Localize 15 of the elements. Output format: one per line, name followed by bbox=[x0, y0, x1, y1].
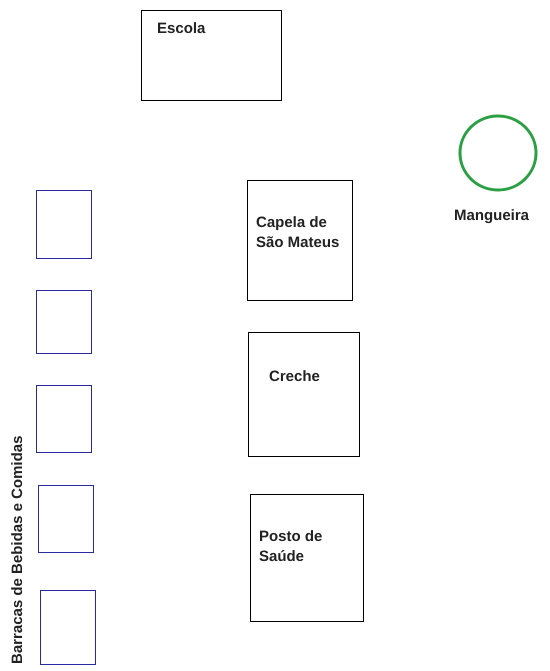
building-name: Capela de São Mateus bbox=[256, 213, 340, 253]
stall-box bbox=[36, 190, 92, 259]
stall-box bbox=[38, 485, 94, 553]
building-box bbox=[248, 332, 360, 457]
area-label: Barracas de Bebidas e Comidas bbox=[9, 436, 26, 664]
stall-box bbox=[36, 385, 92, 453]
building-name: Posto de Saúde bbox=[259, 527, 324, 567]
building-name: Escola bbox=[157, 19, 206, 39]
building-box bbox=[247, 180, 353, 301]
building-name: Creche bbox=[269, 367, 321, 387]
building-box bbox=[250, 494, 364, 622]
building-box bbox=[141, 10, 282, 101]
tree-label: Mangueira bbox=[454, 206, 530, 226]
stall-box bbox=[40, 590, 96, 665]
stall-box bbox=[36, 290, 92, 354]
